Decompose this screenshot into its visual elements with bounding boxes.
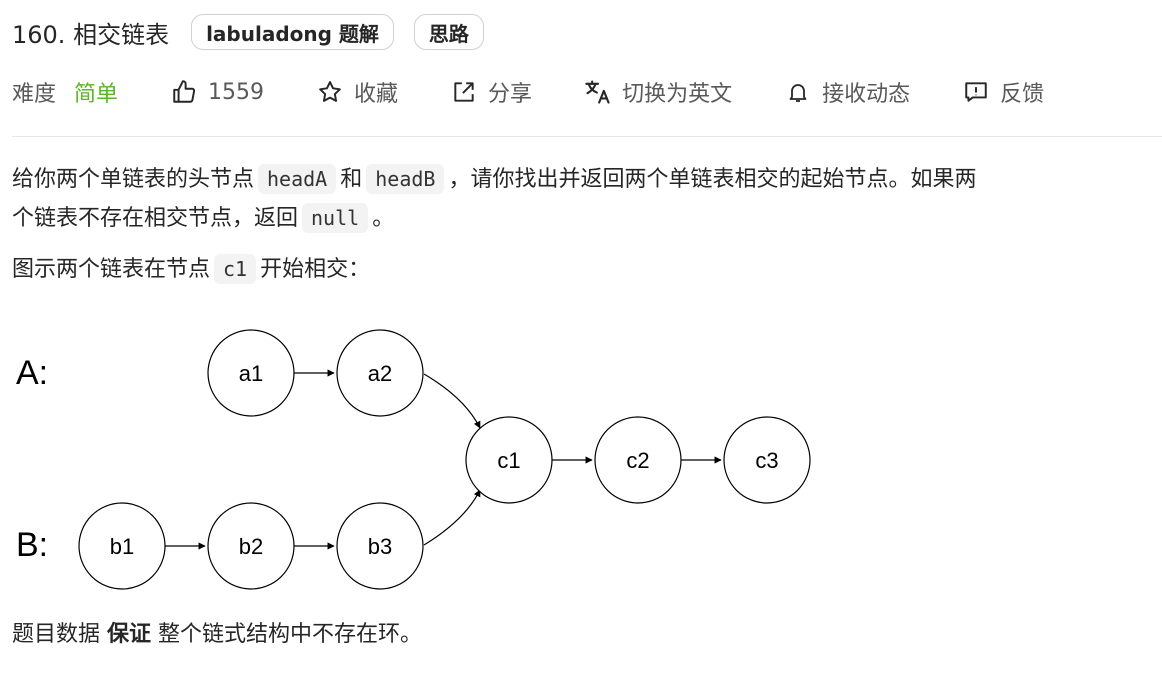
code-null: null bbox=[302, 203, 369, 233]
linked-list-diagram: A: B: a1 a2 c1 c2 c3 b1 b2 b3 bbox=[16, 329, 811, 590]
share-button[interactable]: 分享 bbox=[450, 76, 532, 108]
node-a1: a1 bbox=[207, 329, 295, 417]
meta-row: 难度 简单 1559 收藏 分享 bbox=[12, 72, 1044, 112]
node-b2: b2 bbox=[207, 502, 295, 590]
tag-labuladong-solution[interactable]: labuladong 题解 bbox=[191, 14, 394, 50]
text-segment: 和 bbox=[340, 167, 363, 192]
title-row: 160. 相交链表 labuladong 题解 思路 bbox=[12, 12, 504, 52]
node-label: b1 bbox=[110, 534, 134, 559]
text-segment: 开始相交： bbox=[260, 257, 371, 282]
list-b-label: B: bbox=[16, 526, 48, 564]
text-segment: 图示两个链表在节点 bbox=[12, 257, 211, 282]
feedback-label: 反馈 bbox=[1000, 82, 1045, 107]
like-count: 1559 bbox=[208, 79, 265, 105]
code-headB: headB bbox=[366, 164, 445, 194]
node-b1: b1 bbox=[78, 502, 166, 590]
text-segment: 给你两个单链表的头节点 bbox=[12, 167, 255, 192]
arrow-a2-c1 bbox=[423, 373, 481, 429]
like-button[interactable]: 1559 bbox=[170, 78, 264, 106]
tag-idea[interactable]: 思路 bbox=[413, 14, 484, 50]
thumbs-up-icon bbox=[170, 78, 198, 106]
node-c3: c3 bbox=[723, 416, 811, 504]
star-icon bbox=[316, 78, 344, 106]
subscribe-button[interactable]: 接收动态 bbox=[784, 76, 910, 108]
node-label: a2 bbox=[368, 361, 392, 386]
text-segment: 。 bbox=[372, 206, 395, 231]
share-label: 分享 bbox=[488, 82, 533, 107]
node-b3: b3 bbox=[336, 502, 424, 590]
subscribe-label: 接收动态 bbox=[822, 82, 911, 107]
text-segment: 个链表不存在相交节点，返回 bbox=[12, 206, 299, 231]
node-label: a1 bbox=[239, 361, 263, 386]
code-c1: c1 bbox=[214, 254, 257, 284]
node-a2: a2 bbox=[336, 329, 424, 417]
translate-icon bbox=[584, 78, 612, 106]
list-a-label: A: bbox=[16, 354, 48, 392]
favorite-label: 收藏 bbox=[354, 82, 399, 107]
constraint-text: 题目数据 保证 整个链式结构中不存在环。 bbox=[12, 616, 422, 654]
share-icon bbox=[450, 78, 478, 106]
problem-title: 160. 相交链表 bbox=[12, 20, 170, 49]
arrow-b3-c1 bbox=[423, 489, 481, 546]
favorite-button[interactable]: 收藏 bbox=[316, 76, 398, 108]
code-headA: headA bbox=[258, 164, 337, 194]
text-segment: 题目数据 bbox=[12, 622, 101, 647]
difficulty-value: 简单 bbox=[74, 82, 119, 107]
switch-language-label: 切换为英文 bbox=[622, 82, 733, 107]
node-label: b2 bbox=[239, 534, 263, 559]
feedback-button[interactable]: 反馈 bbox=[962, 76, 1044, 108]
bold-guarantee: 保证 bbox=[107, 622, 152, 647]
bell-icon bbox=[784, 78, 812, 106]
node-label: c2 bbox=[626, 448, 649, 473]
text-segment: 整个链式结构中不存在环。 bbox=[158, 622, 423, 647]
switch-language-button[interactable]: 切换为英文 bbox=[584, 76, 732, 108]
node-c1: c1 bbox=[465, 416, 553, 504]
node-label: c1 bbox=[497, 448, 520, 473]
header-divider bbox=[12, 136, 1162, 137]
difficulty-label: 难度 bbox=[12, 82, 57, 107]
node-label: c3 bbox=[755, 448, 778, 473]
node-c2: c2 bbox=[594, 416, 682, 504]
feedback-icon bbox=[962, 78, 990, 106]
node-label: b3 bbox=[368, 534, 392, 559]
text-segment: ，请你找出并返回两个单链表相交的起始节点。如果两 bbox=[448, 167, 977, 192]
